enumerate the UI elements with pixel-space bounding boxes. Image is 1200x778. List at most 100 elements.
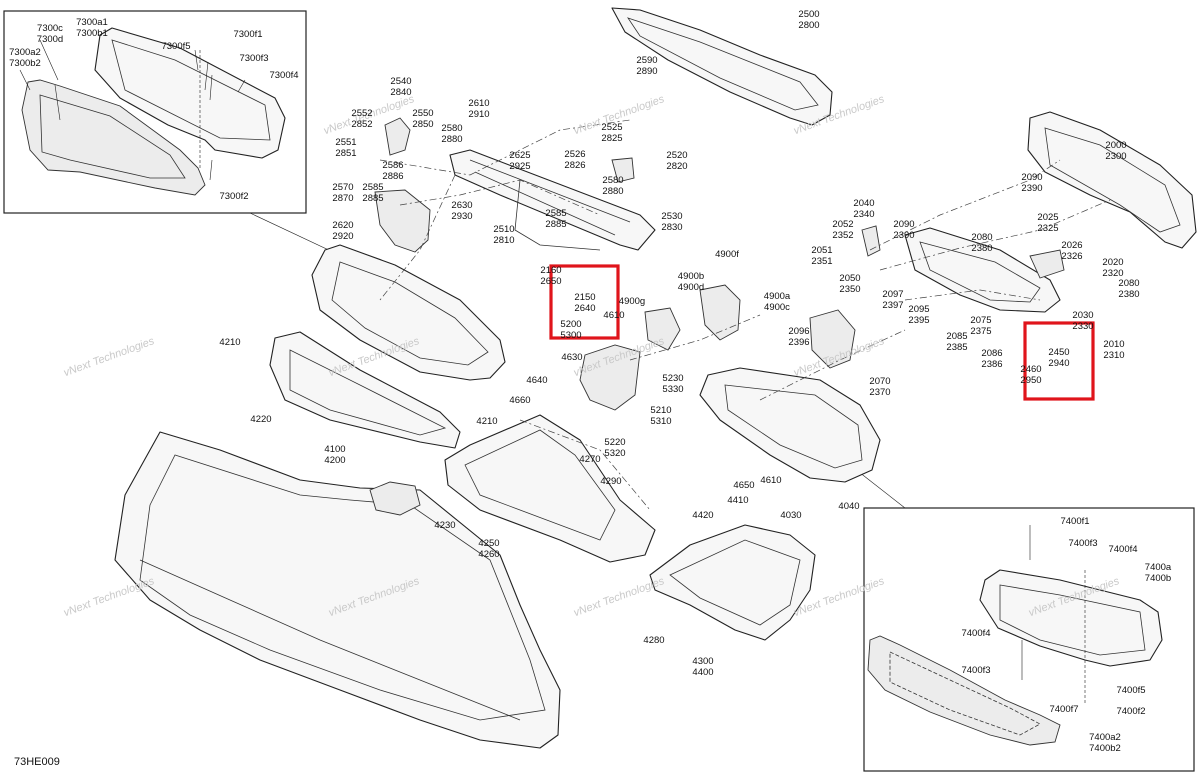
callout-line: 4260 xyxy=(478,549,499,560)
mount-4900 xyxy=(699,284,741,341)
part-callout-4630: 4630 xyxy=(561,352,582,363)
part-callout-7400f5: 7400f5 xyxy=(1116,685,1145,696)
callout-line: 2620 xyxy=(332,220,353,231)
part-callout-4280: 4280 xyxy=(643,635,664,646)
callout-line: 5300 xyxy=(560,330,581,341)
callout-line: 2630 xyxy=(451,200,472,211)
callout-line: 2510 xyxy=(493,224,514,235)
callout-line: 4210 xyxy=(476,416,497,427)
callout-line: 2350 xyxy=(839,284,860,295)
callout-line: 2930 xyxy=(451,211,472,222)
part-callout-7400f4b: 7400f4 xyxy=(961,628,990,639)
part-callout-4220: 4220 xyxy=(250,414,271,425)
callout-line: 2650 xyxy=(540,276,561,287)
callout-line: 4040 xyxy=(838,501,859,512)
callout-line: 2800 xyxy=(798,20,819,31)
callout-line: 2352 xyxy=(832,230,853,241)
callout-line: 2030 xyxy=(1072,310,1093,321)
part-callout-7300f1: 7300f1 xyxy=(233,29,262,40)
callout-line: 2885 xyxy=(545,219,566,230)
callout-line: 2586 xyxy=(382,160,403,171)
callout-line: 2925 xyxy=(509,161,530,172)
callout-line: 2450 xyxy=(1048,347,1069,358)
callout-line: 7400a xyxy=(1145,562,1172,573)
callout-line: 4610 xyxy=(760,475,781,486)
callout-line: 2310 xyxy=(1103,350,1124,361)
callout-line: 4200 xyxy=(324,455,345,466)
callout-line: 2950 xyxy=(1020,375,1041,386)
callout-line: 2851 xyxy=(335,148,356,159)
part-callout-7400f7: 7400f7 xyxy=(1049,704,1078,715)
fuel-cap xyxy=(369,481,421,516)
callout-line: 2852 xyxy=(351,119,372,130)
callout-line: 2910 xyxy=(468,109,489,120)
callout-line: 7400b xyxy=(1145,573,1171,584)
callout-line: 4660 xyxy=(509,395,530,406)
part-callout-7400f1: 7400f1 xyxy=(1060,516,1089,527)
callout-line: 5320 xyxy=(604,448,625,459)
callout-line: 4400 xyxy=(692,667,713,678)
callout-line: 4650 xyxy=(733,480,754,491)
callout-line: 2870 xyxy=(332,193,353,204)
callout-line: 2010 xyxy=(1103,339,1124,350)
callout-line: 2050 xyxy=(839,273,860,284)
callout-line: 2020 xyxy=(1102,257,1123,268)
panel-4250 xyxy=(444,414,656,563)
callout-line: 2825 xyxy=(601,133,622,144)
callout-line: 2885 xyxy=(362,193,383,204)
callout-line: 4290 xyxy=(600,476,621,487)
callout-line: 4900g xyxy=(619,296,645,307)
callout-line: 4210 xyxy=(219,337,240,348)
callout-line: 4420 xyxy=(692,510,713,521)
callout-line: 4270 xyxy=(579,454,600,465)
callout-line: 7400f4 xyxy=(961,628,990,639)
latch-2540 xyxy=(384,117,411,156)
callout-line: 2090 xyxy=(1021,172,1042,183)
callout-line: 2351 xyxy=(811,256,832,267)
part-callout-4230: 4230 xyxy=(434,520,455,531)
callout-line: 2026 xyxy=(1061,240,1082,251)
callout-line: 2880 xyxy=(602,186,623,197)
part-callout-4640: 4640 xyxy=(526,375,547,386)
callout-line: 2920 xyxy=(332,231,353,242)
callout-line: 2390 xyxy=(1021,183,1042,194)
part-callout-7400f3a: 7400f3 xyxy=(1068,538,1097,549)
callout-line: 2097 xyxy=(882,289,903,300)
callout-line: 2326 xyxy=(1061,251,1082,262)
callout-line: 7300f1 xyxy=(233,29,262,40)
callout-line: 4900c xyxy=(764,302,790,313)
callout-line: 2500 xyxy=(798,9,819,20)
door-panel-2500 xyxy=(611,7,833,126)
callout-line: 2840 xyxy=(390,87,411,98)
part-callout-7400f3b: 7400f3 xyxy=(961,665,990,676)
inset-left-door-detail xyxy=(3,10,307,214)
callout-line: 2330 xyxy=(1072,321,1093,332)
callout-line: 7300a1 xyxy=(76,17,108,28)
callout-line: 5200 xyxy=(560,319,581,330)
callout-line: 4250 xyxy=(478,538,499,549)
part-callout-4410: 4410 xyxy=(727,495,748,506)
part-callout-7300f3: 7300f3 xyxy=(239,53,268,64)
callout-line: 7300f4 xyxy=(269,70,298,81)
